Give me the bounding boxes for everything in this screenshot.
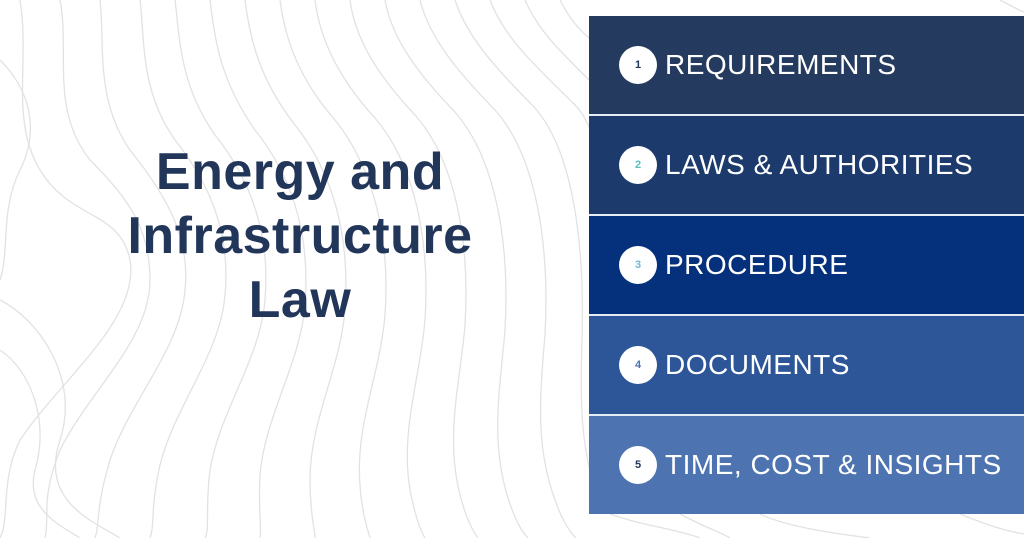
step-laws-authorities[interactable]: 2 LAWS & AUTHORITIES [589, 116, 1024, 214]
page-title: Energy and Infrastructure Law [100, 140, 500, 332]
step-label: REQUIREMENTS [665, 49, 897, 80]
step-time-cost-insights[interactable]: 5 TIME, COST & INSIGHTS [589, 416, 1024, 514]
step-requirements[interactable]: 1 REQUIREMENTS [589, 16, 1024, 114]
step-label: PROCEDURE [665, 249, 849, 280]
step-label: TIME, COST & INSIGHTS [665, 449, 1002, 480]
step-number-badge: 4 [619, 346, 657, 384]
title-line-2: Infrastructure [127, 207, 473, 265]
title-line-3: Law [248, 271, 352, 329]
step-label: DOCUMENTS [665, 349, 850, 380]
step-number-badge: 1 [619, 46, 657, 84]
step-number-badge: 2 [619, 146, 657, 184]
step-number-badge: 3 [619, 246, 657, 284]
title-line-1: Energy and [155, 143, 445, 201]
step-number-badge: 5 [619, 446, 657, 484]
step-documents[interactable]: 4 DOCUMENTS [589, 316, 1024, 414]
step-procedure[interactable]: 3 PROCEDURE [589, 216, 1024, 314]
step-label: LAWS & AUTHORITIES [665, 149, 974, 180]
steps-panel: 1 REQUIREMENTS 2 LAWS & AUTHORITIES 3 PR… [589, 16, 1024, 514]
